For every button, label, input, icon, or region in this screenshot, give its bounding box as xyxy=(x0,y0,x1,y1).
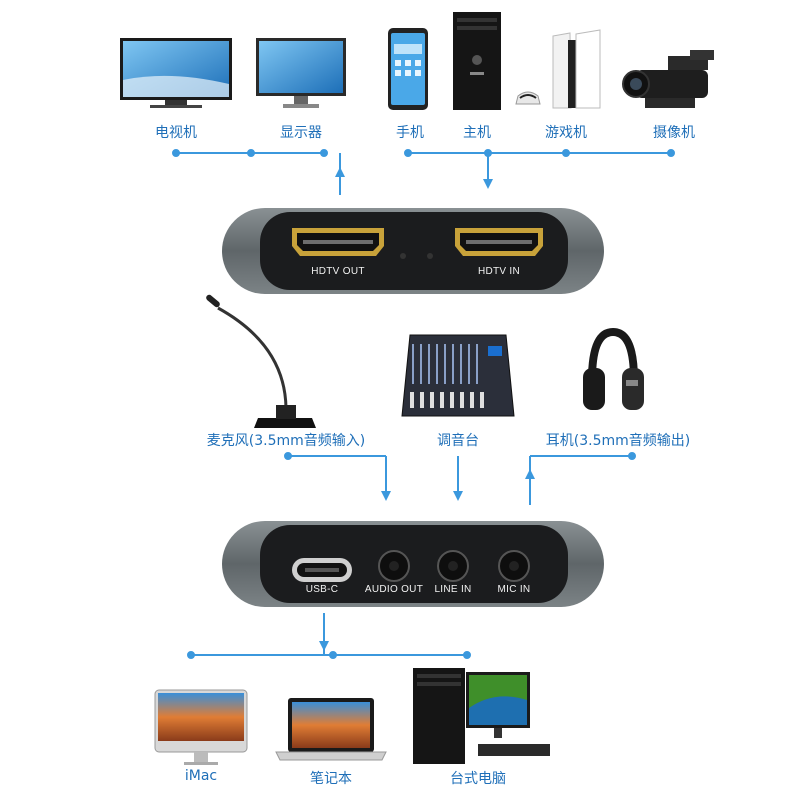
mic-in-jack xyxy=(498,550,530,582)
hdmi-out-port xyxy=(292,228,384,256)
monitor-icon xyxy=(256,38,346,108)
usb-c-port xyxy=(292,558,352,582)
pc-tower-icon xyxy=(453,12,501,110)
laptop-icon xyxy=(275,698,387,761)
audio-connection-lines xyxy=(284,452,636,505)
tv-icon xyxy=(120,38,232,108)
game-console-icon xyxy=(515,29,601,109)
capture-device-hdmi-side xyxy=(222,208,604,294)
phone-icon xyxy=(388,28,428,110)
audio-out-jack xyxy=(378,550,410,582)
port-label-hdtv-out: HDTV OUT xyxy=(311,266,365,277)
device-label-headphones: 耳机(3.5mm音频输出) xyxy=(545,433,691,449)
device-label-microphone: 麦克风(3.5mm音频输入) xyxy=(206,433,366,449)
device-label-phone: 手机 xyxy=(396,125,424,141)
port-label-line-in: LINE IN xyxy=(434,584,472,595)
status-led xyxy=(400,253,406,259)
headphones-icon xyxy=(583,327,644,410)
device-label-camcorder: 摄像机 xyxy=(653,125,695,141)
microphone-icon xyxy=(206,294,316,428)
status-led xyxy=(427,253,433,259)
mixer-icon xyxy=(401,334,515,417)
device-label-game-console: 游戏机 xyxy=(545,125,587,141)
capture-device-usb-side xyxy=(222,521,604,607)
port-label-hdtv-in: HDTV IN xyxy=(477,266,521,277)
desktop-pc-icon xyxy=(413,668,550,764)
port-label-usb-c: USB-C xyxy=(305,584,339,595)
computer-connection-lines xyxy=(187,613,471,659)
device-label-monitor: 显示器 xyxy=(280,125,322,141)
device-label-imac: iMac xyxy=(184,768,218,784)
device-label-pc-tower: 主机 xyxy=(463,125,491,141)
top-connection-lines xyxy=(172,149,675,195)
imac-icon xyxy=(154,689,248,765)
camcorder-icon xyxy=(622,50,714,108)
device-label-mixer: 调音台 xyxy=(437,433,479,449)
device-label-laptop: 笔记本 xyxy=(310,771,352,787)
hdmi-in-port xyxy=(455,228,543,256)
device-label-tv: 电视机 xyxy=(155,125,197,141)
line-in-jack xyxy=(437,550,469,582)
device-label-desktop-pc: 台式电脑 xyxy=(450,771,506,787)
port-label-mic-in: MIC IN xyxy=(497,584,531,595)
port-label-audio-out: AUDIO OUT xyxy=(364,584,424,595)
